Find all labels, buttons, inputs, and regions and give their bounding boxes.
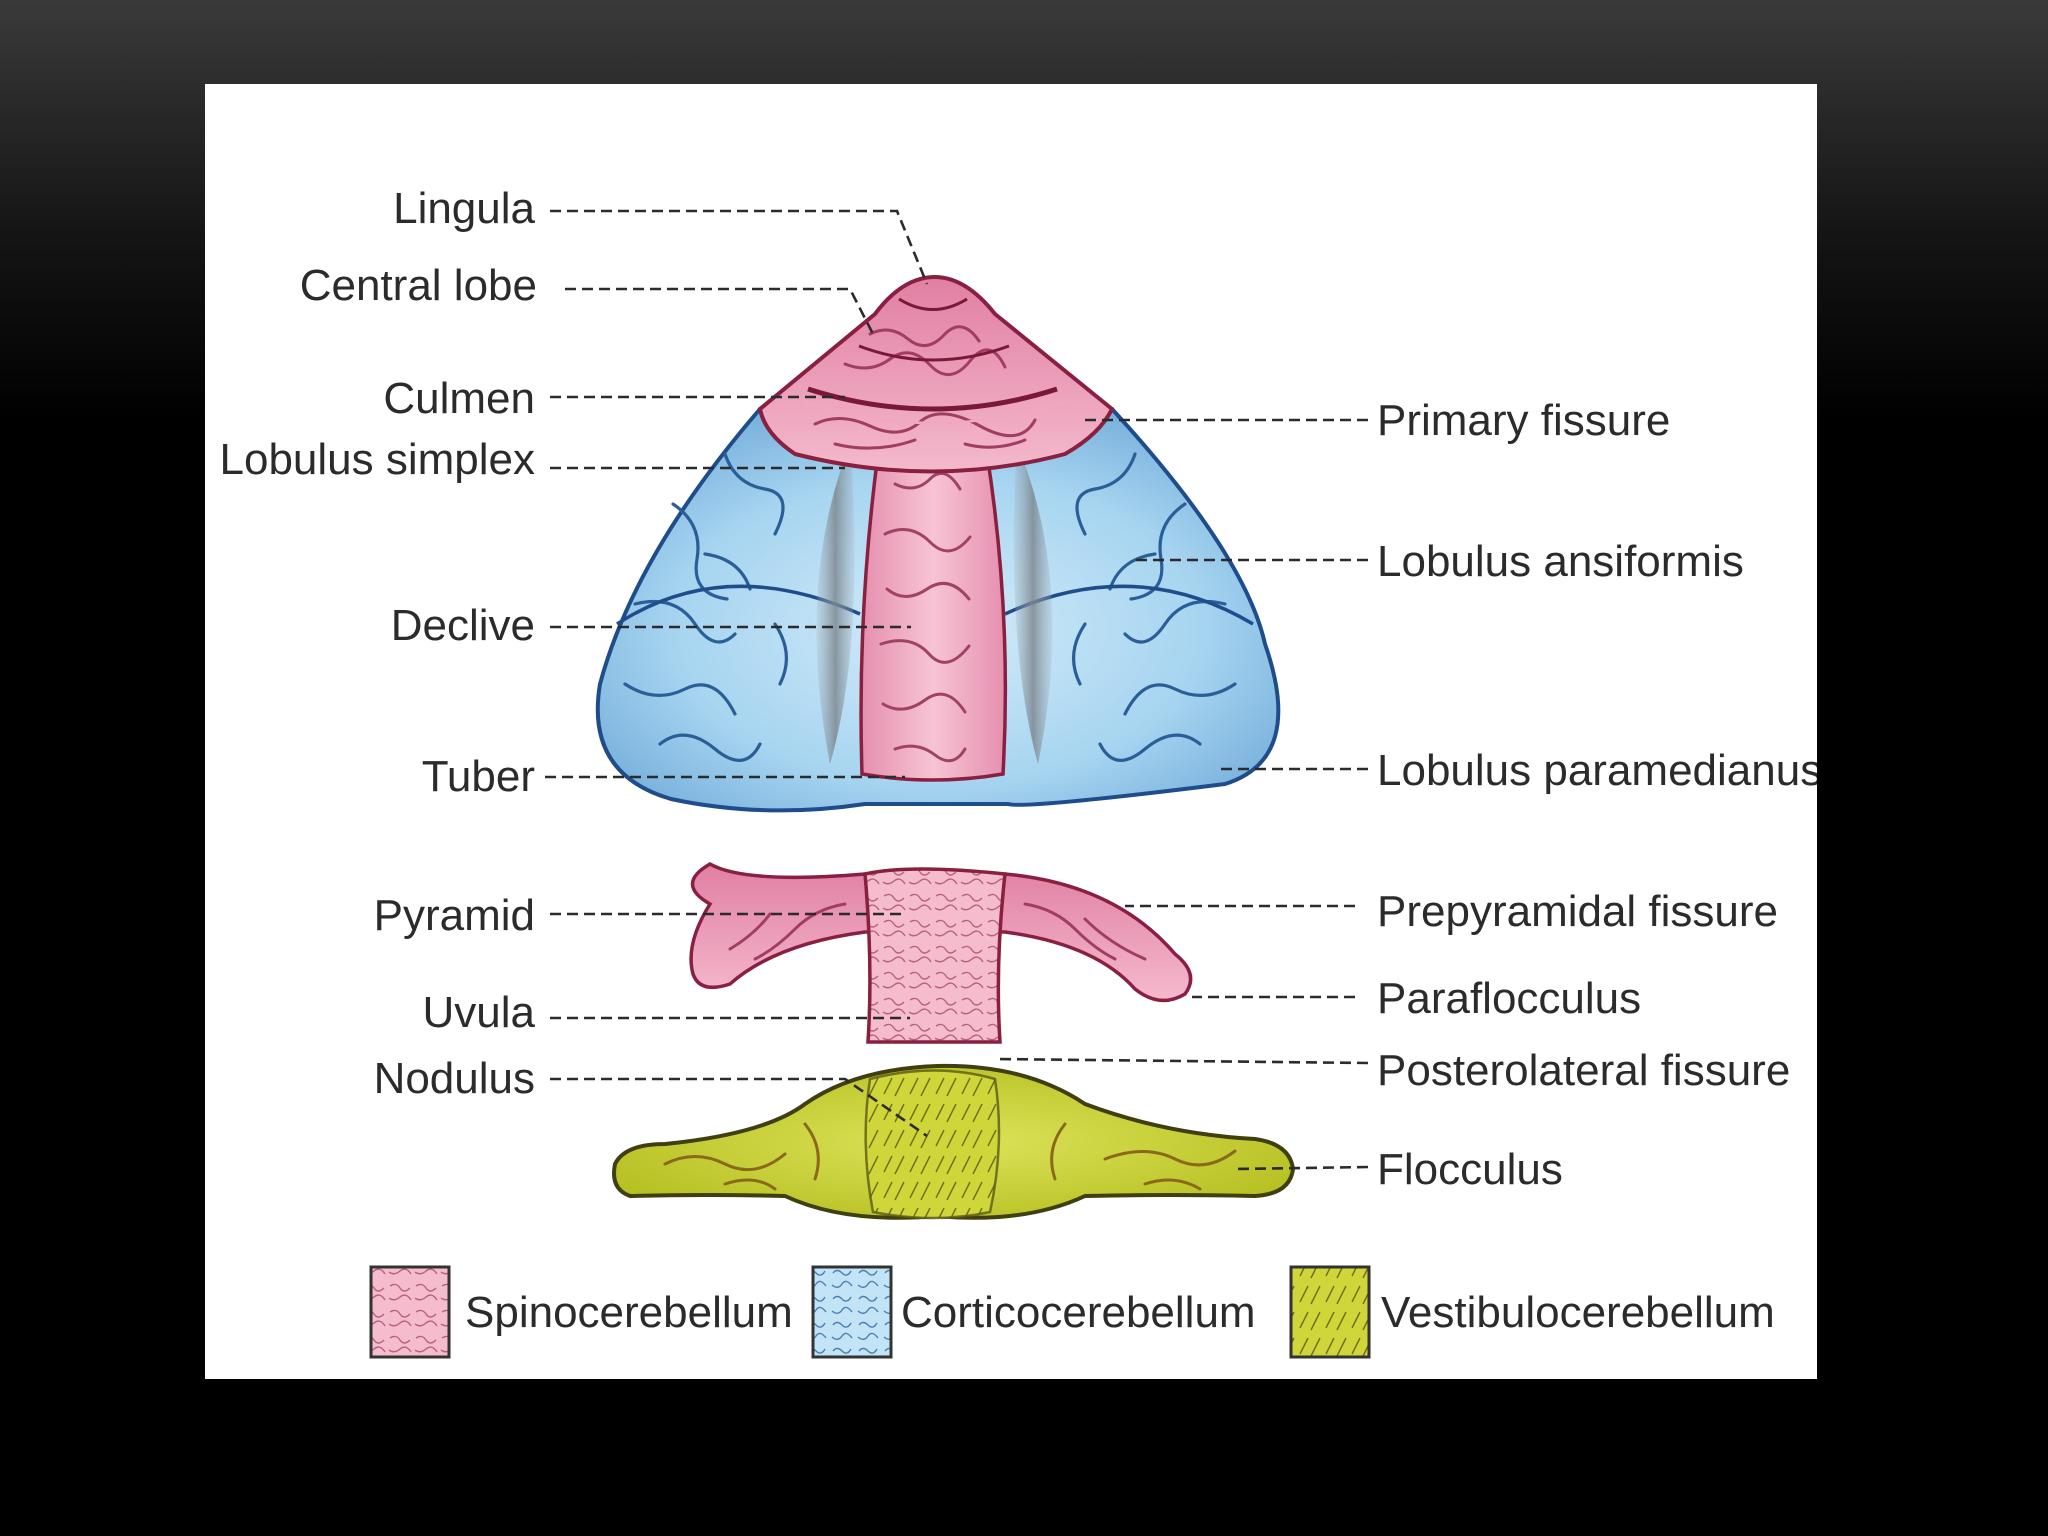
prepyramidal-gap	[674, 844, 1186, 879]
legend-label-vestibulocerebellum: Vestibulocerebellum	[1381, 1288, 1775, 1337]
paraflocculus-folds	[728, 902, 1147, 961]
legend: Spinocerebellum Corticocerebellum Vestib…	[369, 1265, 1775, 1359]
label-central-lobe: Central lobe	[300, 261, 537, 310]
primary-fissure-curve-inner	[802, 400, 1066, 425]
legend-swatch-spinocerebellum	[369, 1265, 451, 1359]
label-nodulus: Nodulus	[374, 1054, 535, 1103]
label-lobulus-simplex: Lobulus simplex	[220, 435, 536, 484]
label-pyramid: Pyramid	[374, 891, 535, 940]
vermis-folds	[879, 471, 972, 763]
pyramid-uvula	[863, 867, 1007, 1044]
leader-lines	[545, 209, 1369, 1171]
cerebellum-diagram: Lingula Central lobe Culmen Lobulus simp…	[220, 184, 1817, 1359]
label-culmen: Culmen	[383, 374, 535, 423]
label-tuber: Tuber	[422, 752, 535, 801]
lingula-curve	[898, 297, 968, 311]
label-lobulus-ansiformis: Lobulus ansiformis	[1377, 537, 1744, 586]
central-lobe-curve	[858, 344, 1010, 362]
legend-label-spinocerebellum: Spinocerebellum	[465, 1288, 793, 1337]
diagram-image: Lingula Central lobe Culmen Lobulus simp…	[205, 84, 1817, 1379]
flocculus-folds	[663, 1122, 1237, 1191]
legend-swatch-corticocerebellum	[811, 1265, 893, 1359]
label-declive: Declive	[391, 601, 535, 650]
label-paraflocculus: Paraflocculus	[1377, 974, 1641, 1023]
label-lobulus-paramedianus: Lobulus paramedianus	[1377, 746, 1817, 795]
hemisphere-folds	[623, 452, 1237, 762]
label-prepyramidal-fissure: Prepyramidal fissure	[1377, 887, 1778, 936]
legend-swatch-vestibulocerebellum	[1289, 1265, 1371, 1359]
nodulus	[864, 1069, 1001, 1220]
label-posterolateral-fissure: Posterolateral fissure	[1377, 1046, 1790, 1095]
anterior-lobe	[757, 274, 1115, 474]
label-primary-fissure: Primary fissure	[1377, 396, 1670, 445]
vermis-declive-tuber	[859, 452, 1008, 782]
legend-label-corticocerebellum: Corticocerebellum	[901, 1288, 1256, 1337]
label-uvula: Uvula	[423, 988, 536, 1037]
label-flocculus: Flocculus	[1377, 1145, 1563, 1194]
paravermal-groove-left	[816, 444, 855, 764]
label-lingula: Lingula	[393, 184, 535, 233]
paraflocculus-band	[689, 861, 1193, 1003]
paravermal-groove-right	[1013, 444, 1053, 764]
